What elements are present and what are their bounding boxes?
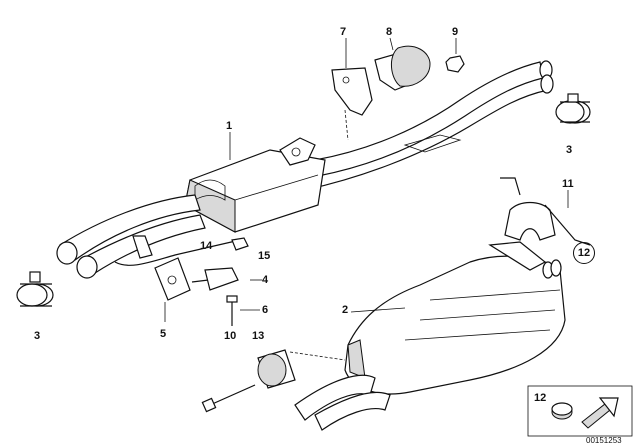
- rear-silencer-2: [294, 241, 566, 431]
- callout-12-circled: 12: [573, 242, 595, 264]
- callout-4: 4: [262, 274, 269, 286]
- clamp-right: [555, 93, 591, 124]
- callout-6: 6: [262, 304, 269, 316]
- callout-8: 8: [386, 26, 393, 38]
- callout-15: 15: [258, 250, 271, 262]
- nut-9: [445, 55, 465, 73]
- clamp-left: [16, 271, 54, 307]
- callout-14: 14: [200, 240, 213, 252]
- legend-box: [527, 385, 633, 437]
- nut-15: [231, 237, 249, 251]
- bracket-7: [331, 67, 373, 116]
- callout-7: 7: [340, 26, 347, 38]
- callout-11: 11: [562, 178, 574, 190]
- callout-12-legend: 12: [534, 392, 547, 404]
- bolt-4: [191, 267, 239, 291]
- bolt-6: [226, 295, 238, 326]
- callout-2: 2: [342, 304, 349, 316]
- long-bolt: [201, 384, 256, 413]
- callout-1: 1: [226, 120, 233, 132]
- callout-3-left: 3: [34, 330, 41, 342]
- callout-10: 10: [224, 330, 237, 342]
- callout-3-right: 3: [566, 144, 573, 156]
- main-pipe-assembly: [56, 60, 554, 279]
- rubber-mount-8: [374, 45, 431, 91]
- document-id: 00151253: [586, 436, 622, 445]
- callout-9: 9: [452, 26, 459, 38]
- rubber-mount-bottom: [257, 349, 296, 389]
- hanger-5: [154, 257, 191, 301]
- callout-5: 5: [160, 328, 167, 340]
- bracket-14: [114, 235, 241, 266]
- hanger-11: [500, 177, 591, 246]
- callout-13: 13: [252, 330, 265, 342]
- leader-lines: [164, 37, 569, 322]
